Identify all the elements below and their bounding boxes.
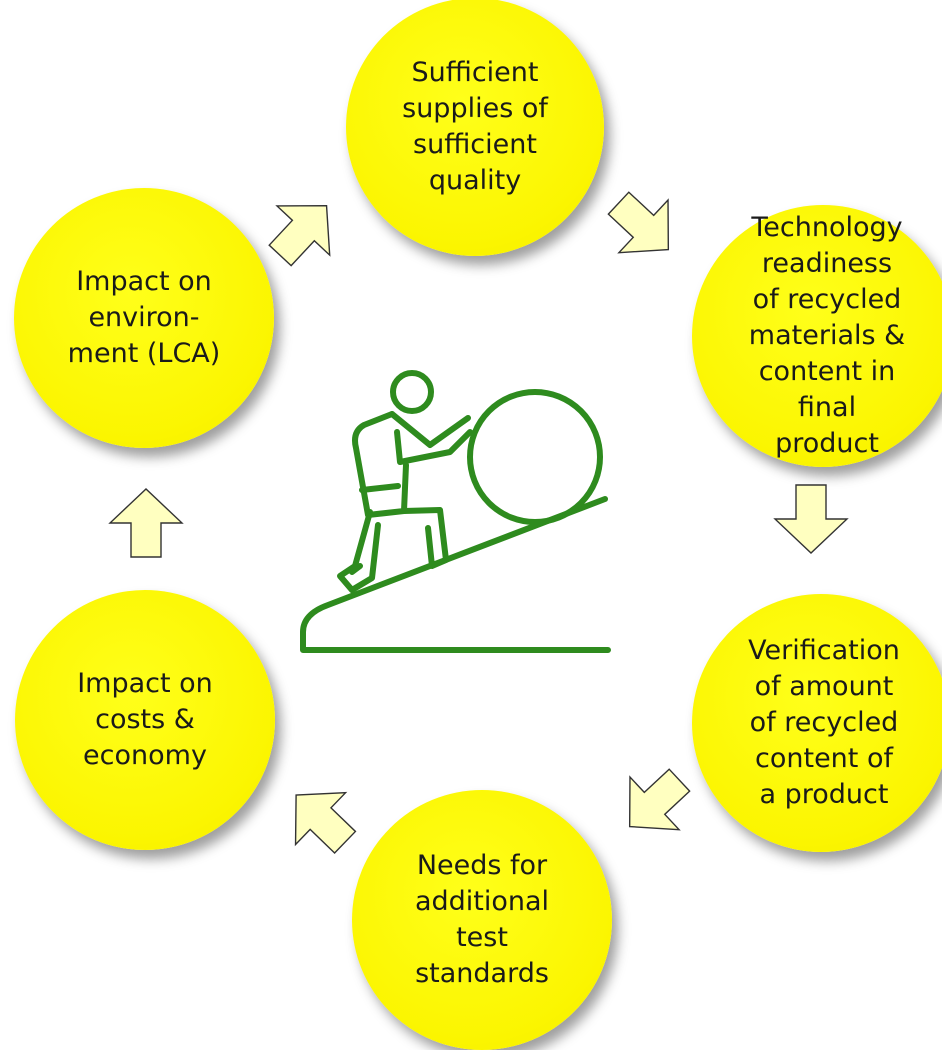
node-costs: Impact on costs & economy [15,590,275,850]
node-technology: Technology readiness of recycled materia… [692,205,942,467]
node-costs-label: Impact on costs & economy [77,668,213,771]
node-environment-label: Impact on environ- ment (LCA) [67,266,221,369]
node-test-standards: Needs for additional test standards [352,790,612,1050]
node-verification-label: Verification of amount of recycled conte… [748,635,900,810]
boulder [467,389,603,525]
node-supplies-label: Sufficient supplies of sufficient qualit… [402,57,548,196]
node-verification: Verification of amount of recycled conte… [692,594,942,852]
node-technology-label: Technology readiness of recycled materia… [748,212,906,459]
person-head [390,370,434,414]
node-supplies: Sufficient supplies of sufficient qualit… [346,0,604,256]
node-test-standards-label: Needs for additional test standards [414,850,550,989]
node-environment: Impact on environ- ment (LCA) [14,188,274,448]
slope-line [300,496,611,653]
